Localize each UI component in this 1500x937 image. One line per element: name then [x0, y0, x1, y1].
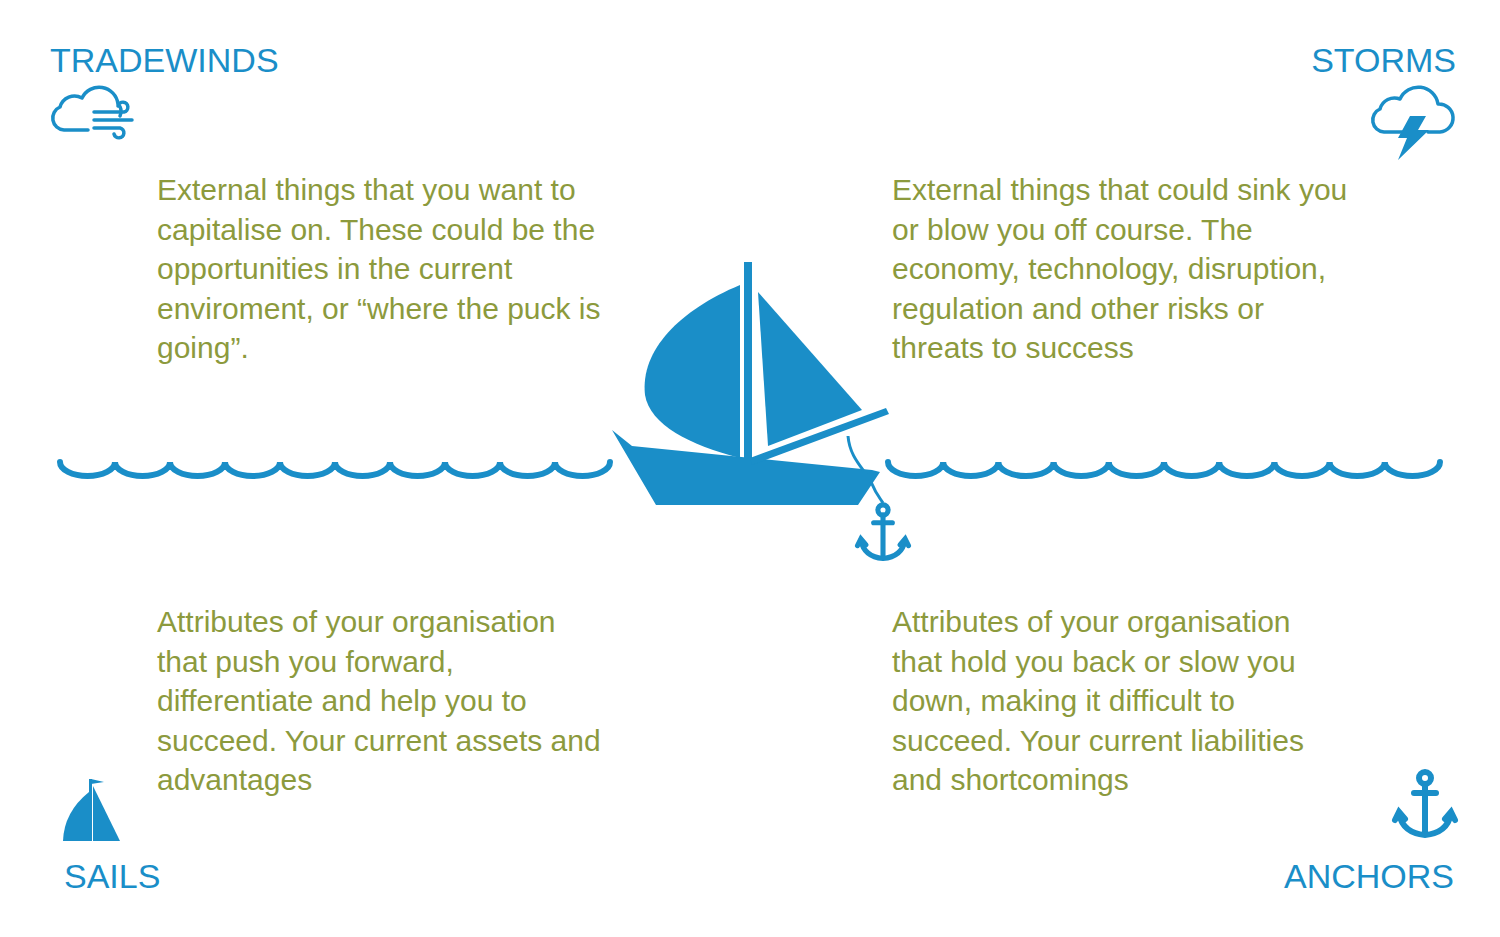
wave-line: [888, 462, 1440, 476]
sailboat: [612, 262, 909, 558]
quadrant-description: Attributes of your organisation that pus…: [157, 602, 609, 800]
quadrant-description: External things that could sink you or b…: [892, 170, 1354, 368]
storm-cloud-icon: [1373, 87, 1453, 160]
quadrant-heading: ANCHORS: [1284, 859, 1454, 893]
quadrant-description: External things that you want to capital…: [157, 170, 604, 368]
quadrant-heading: TRADEWINDS: [50, 43, 279, 77]
wind-cloud-icon: [53, 87, 132, 138]
anchor-chain: [848, 436, 883, 503]
boat-boom: [750, 408, 889, 465]
quadrant-description: Attributes of your organisation that hol…: [892, 602, 1347, 800]
quadrant-heading: SAILS: [64, 859, 160, 893]
quadrant-heading: STORMS: [1311, 43, 1456, 77]
sail-icon: [63, 779, 120, 841]
boat-mainsail: [645, 285, 740, 458]
anchor-icon: [1395, 772, 1455, 835]
wave-line: [60, 462, 610, 476]
boat-mast: [744, 262, 752, 467]
anchor-symbol: [858, 505, 909, 559]
